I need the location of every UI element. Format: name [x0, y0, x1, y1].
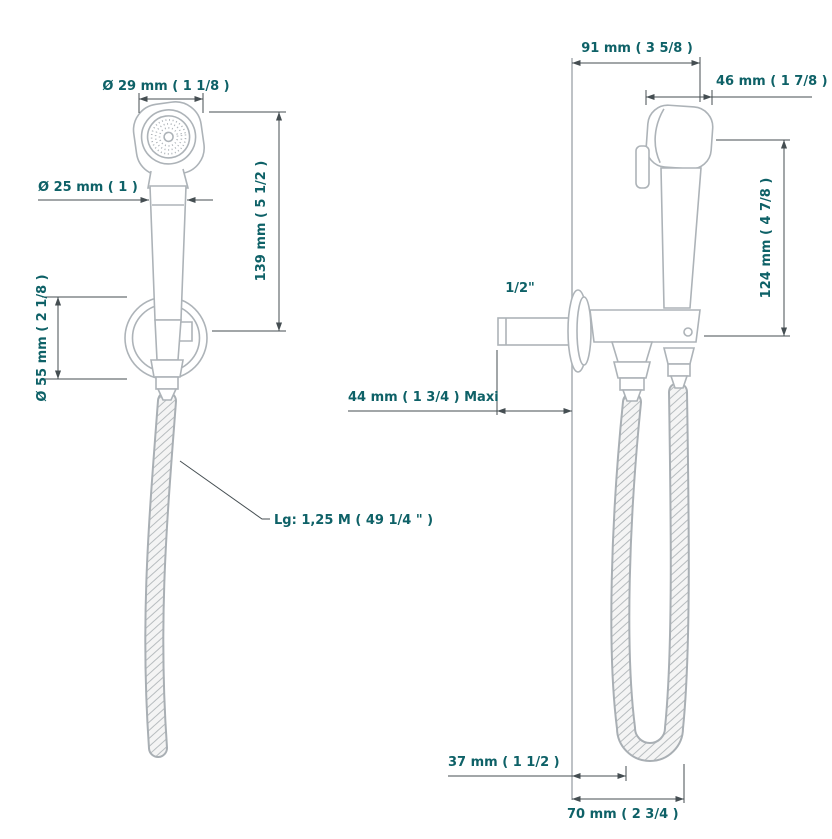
head-lever	[635, 145, 650, 189]
dim-front-handle-diameter: Ø 25 mm ( 1 )	[38, 180, 138, 195]
hose-ferrule-side-right	[667, 363, 691, 377]
hose-cone-side	[621, 389, 643, 402]
front-view	[124, 101, 208, 401]
hose-nut-side	[612, 361, 652, 379]
hose-ferrule-side	[619, 377, 645, 391]
dim-front-head-diameter: Ø 29 mm ( 1 1/8 )	[102, 79, 229, 94]
neck-front	[147, 168, 190, 189]
dim-side-height: 124 mm ( 4 7/8 )	[759, 178, 774, 299]
hose-side	[610, 382, 690, 762]
sprayer-head-side	[645, 104, 714, 170]
inlet-pipe	[497, 317, 573, 346]
holder-body	[589, 309, 701, 343]
hose-nut-front	[150, 359, 184, 378]
dimension-labels: Ø 29 mm ( 1 1/8 ) Ø 25 mm ( 1 ) 139 mm (…	[35, 41, 828, 822]
dim-front-hose-length: Lg: 1,25 M ( 49 1/4 " )	[274, 513, 433, 528]
dim-front-height: 139 mm ( 5 1/2 )	[254, 161, 269, 282]
dim-side-wall-max: 44 mm ( 1 3/4 ) Maxi	[348, 390, 499, 405]
dimension-lines	[38, 57, 812, 803]
dim-front-ring-diameter: Ø 55 mm ( 2 1/8 )	[35, 274, 50, 401]
side-view	[497, 58, 714, 800]
handle-side	[660, 167, 702, 309]
handle-lower-front	[154, 319, 182, 361]
hose-ferrule-front	[155, 376, 179, 390]
dim-side-head-width: 46 mm ( 1 7/8 )	[716, 74, 828, 89]
dim-side-thread: 1/2"	[505, 281, 535, 296]
wall-flange-face	[576, 296, 592, 366]
dim-side-hose-offset: 37 mm ( 1 1/2 )	[448, 755, 560, 770]
hose-cone-side-right	[669, 375, 689, 389]
handle-front	[149, 185, 187, 321]
holder-screw	[683, 327, 693, 337]
hose-front	[144, 391, 177, 758]
sprayer-head-front	[132, 101, 205, 177]
dim-side-loop-width: 70 mm ( 2 3/4 )	[567, 807, 679, 822]
hose-cone-front	[156, 388, 178, 401]
dim-side-projection: 91 mm ( 3 5/8 )	[581, 41, 693, 56]
hose-nut-side-right	[662, 347, 696, 365]
